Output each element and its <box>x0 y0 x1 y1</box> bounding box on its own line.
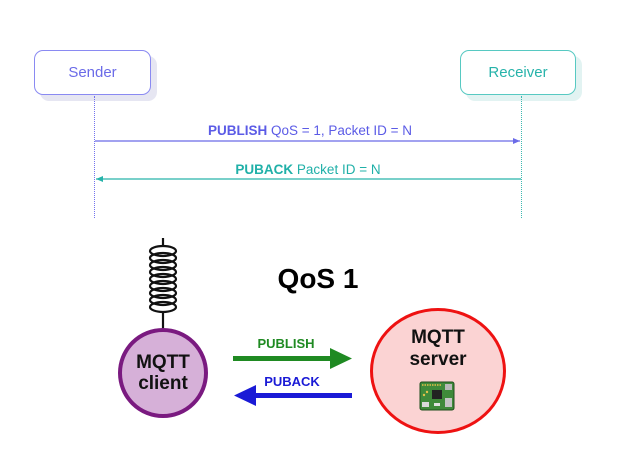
sender-lifeline <box>94 96 95 218</box>
publish-message-label: PUBLISH QoS = 1, Packet ID = N <box>208 123 412 138</box>
puback-detail: Packet ID = N <box>293 162 381 177</box>
mqtt-client-node: MQTT client <box>118 328 208 418</box>
server-line2: server <box>409 349 467 370</box>
flow-puback-label: PUBACK <box>264 374 320 389</box>
client-line2: client <box>138 373 188 394</box>
qos-title: QoS 1 <box>277 263 359 294</box>
flow-publish-label: PUBLISH <box>257 336 315 351</box>
puback-keyword: PUBACK <box>235 162 294 177</box>
publish-detail: QoS = 1, Packet ID = N <box>267 123 413 138</box>
publish-keyword: PUBLISH <box>207 123 268 138</box>
antenna-coil-icon <box>148 238 178 330</box>
receiver-lifeline <box>521 96 522 218</box>
receiver-box: Receiver <box>460 50 576 95</box>
receiver-label: Receiver <box>488 64 548 81</box>
server-line1: MQTT <box>411 327 465 348</box>
sender-label: Sender <box>68 64 117 81</box>
flow-publish-arrow <box>233 348 352 369</box>
sender-box: Sender <box>34 50 151 95</box>
puback-message-label: PUBACK Packet ID = N <box>235 162 380 177</box>
flow-puback-arrow <box>234 385 352 406</box>
circuit-board-icon <box>419 381 455 411</box>
mqtt-server-node: MQTT server <box>370 308 506 434</box>
client-line1: MQTT <box>136 352 190 373</box>
